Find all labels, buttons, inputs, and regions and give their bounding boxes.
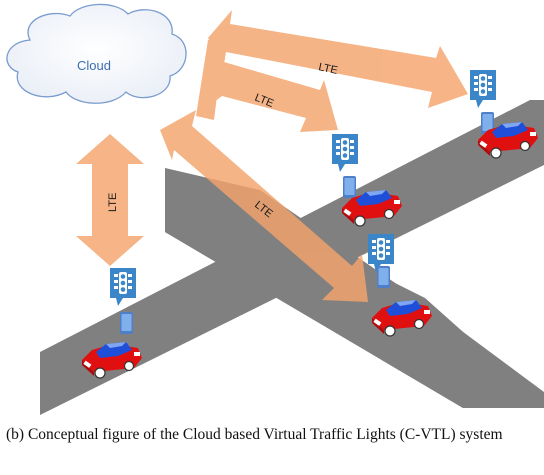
- cloud: Cloud: [6, 3, 187, 104]
- cloud-label: Cloud: [77, 58, 111, 73]
- figure-caption: (b) Conceptual figure of the Cloud based…: [6, 426, 503, 443]
- arrow-lte-vertical: [76, 134, 144, 266]
- phone-icon: [377, 266, 390, 288]
- phone-icon: [343, 176, 356, 198]
- arrow-lte-stem: [196, 40, 224, 120]
- arrow-lte-middle: [210, 48, 338, 132]
- lte-label-vertical: LTE: [107, 193, 119, 212]
- traffic-light-icon: [110, 268, 136, 306]
- arrow-lte-diagonal: [160, 110, 368, 302]
- traffic-light-icon: [470, 70, 496, 108]
- vehicle-unit-intersection: [368, 234, 433, 337]
- traffic-light-icon: [332, 134, 358, 172]
- lte-label-top: LTE: [317, 61, 338, 77]
- vtl-diagram: Cloud LTE LTE LTE LTE: [6, 3, 544, 415]
- phone-icon: [120, 312, 133, 334]
- arrow-lte-top: [208, 10, 468, 108]
